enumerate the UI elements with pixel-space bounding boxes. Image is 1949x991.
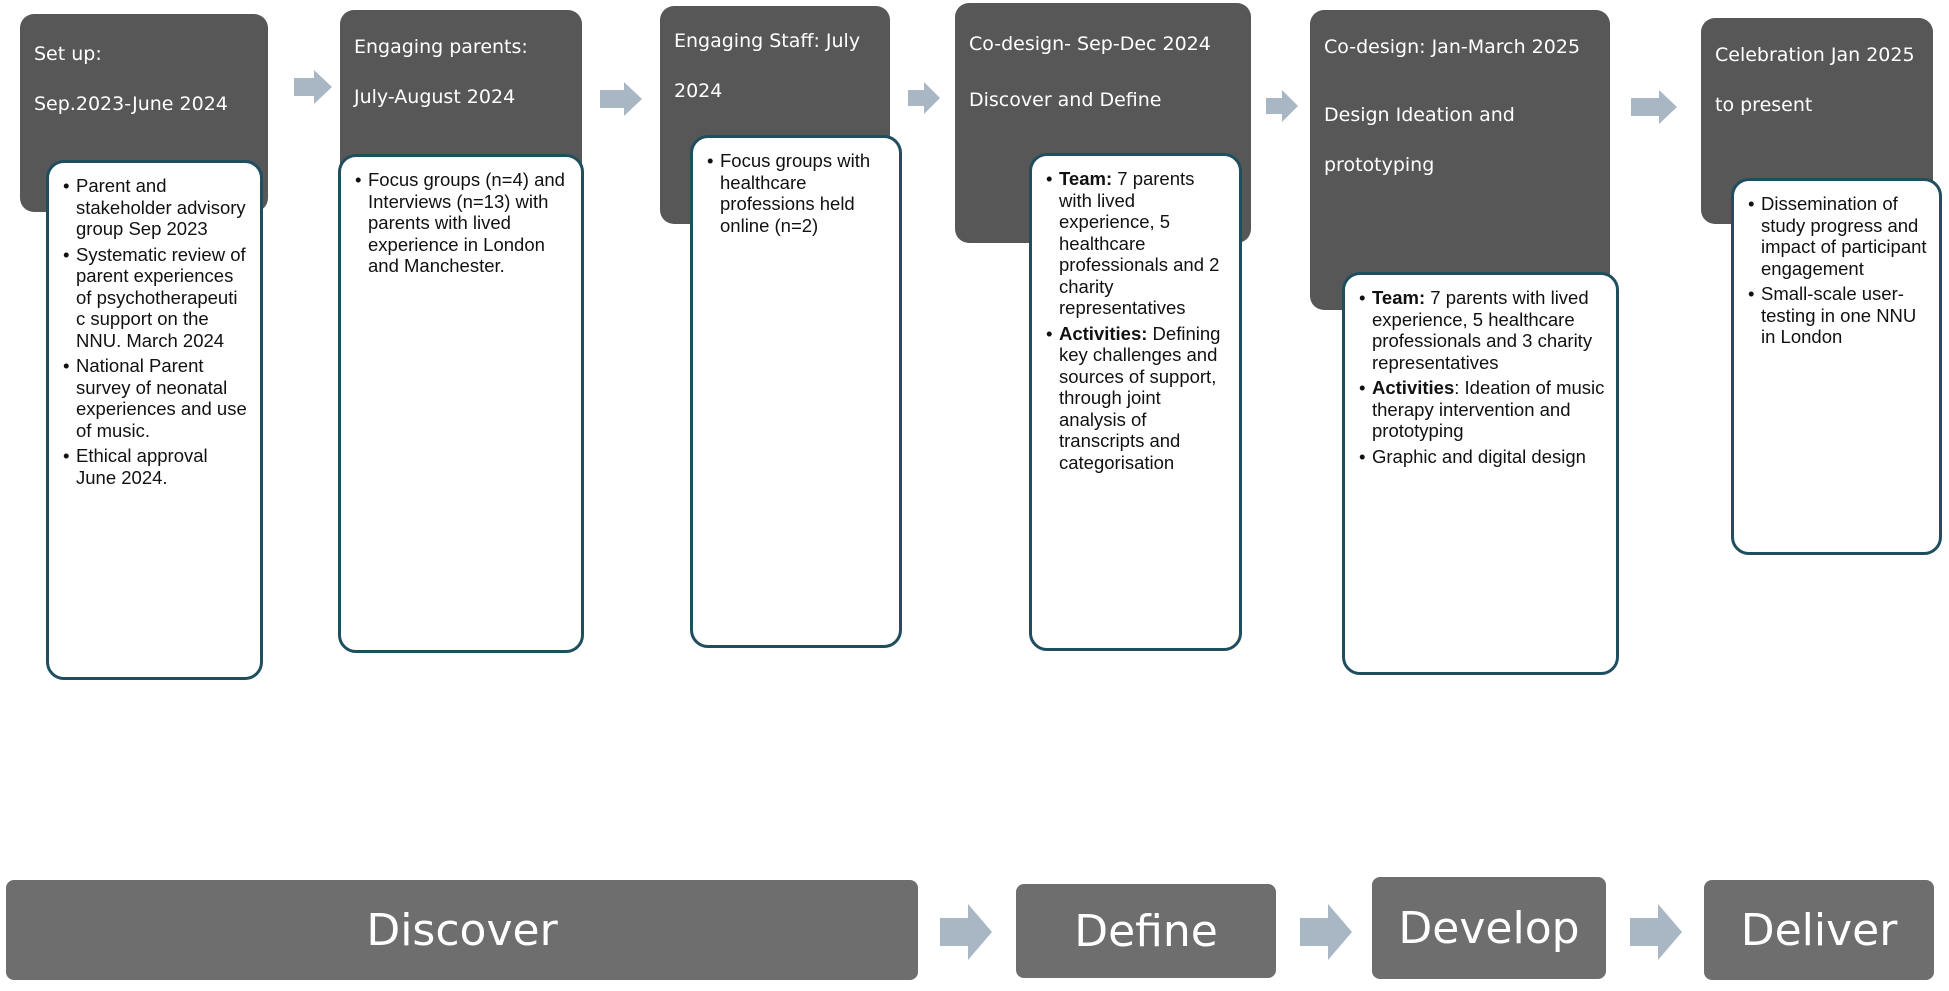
- item-text: : Ideation of music therapy intervention…: [1372, 377, 1605, 441]
- item-text: 7 parents with lived experience, 5 healt…: [1059, 168, 1220, 318]
- phase-item: Parent and stakeholder advisory group Se…: [63, 175, 250, 240]
- arrow-right-icon: [294, 70, 332, 104]
- phase-header-line: Celebration Jan 2025: [1715, 44, 1915, 66]
- phase-header-codesign-ideation: Co-design: Jan-March 2025 Design Ideatio…: [1310, 10, 1610, 310]
- item-label: Activities: [1372, 377, 1455, 398]
- phase-header-line: July-August 2024: [354, 86, 516, 108]
- phase-item: Dissemination of study progress and impa…: [1748, 193, 1929, 279]
- item-text: 7 parents with lived experience, 5 healt…: [1372, 287, 1593, 373]
- phase-header-line: Discover and Define: [969, 89, 1162, 111]
- stage-deliver: Deliver: [1704, 880, 1934, 980]
- phase-card-codesign-ideation: Team: 7 parents with lived experience, 5…: [1342, 272, 1619, 675]
- arrow-right-icon: [908, 82, 940, 114]
- phase-item: Focus groups with healthcare professions…: [707, 150, 889, 236]
- stage-label: Define: [1074, 905, 1218, 957]
- phase-header-line: Co-design- Sep-Dec 2024: [969, 33, 1211, 55]
- phase-item: Small-scale user-testing in one NNU in L…: [1748, 283, 1929, 348]
- phase-header-line: Set up:: [34, 43, 102, 65]
- phase-item: Team: 7 parents with lived experience, 5…: [1359, 287, 1606, 373]
- phase-item: Team: 7 parents with lived experience, 5…: [1046, 168, 1229, 319]
- phase-item: Activities: Ideation of music therapy in…: [1359, 377, 1606, 442]
- arrow-right-icon: [1631, 90, 1677, 124]
- arrow-right-icon: [1630, 904, 1682, 960]
- phase-header-line: to present: [1715, 94, 1813, 116]
- arrow-right-icon: [1266, 90, 1298, 122]
- phase-item: National Parent survey of neonatal exper…: [63, 355, 250, 441]
- phase-item: Ethical approval June 2024.: [63, 445, 250, 488]
- stage-develop: Develop: [1372, 877, 1606, 979]
- stage-label: Deliver: [1740, 904, 1898, 956]
- phase-header-line: 2024: [674, 80, 723, 102]
- phase-item: Activities: Defining key challenges and …: [1046, 323, 1229, 474]
- arrow-right-icon: [1300, 904, 1352, 960]
- phase-card-engaging-staff: Focus groups with healthcare professions…: [690, 135, 902, 648]
- phase-header-line: prototyping: [1324, 154, 1435, 176]
- stage-label: Develop: [1398, 902, 1580, 954]
- arrow-right-icon: [600, 82, 642, 116]
- stage-label: Discover: [366, 904, 558, 956]
- stage-discover: Discover: [6, 880, 918, 980]
- item-label: Activities:: [1059, 322, 1148, 344]
- phase-header-line: Engaging Staff: July: [674, 30, 861, 52]
- phase-card-setup: Parent and stakeholder advisory group Se…: [46, 160, 263, 680]
- item-text: Defining key challenges and sources of s…: [1059, 322, 1221, 473]
- phase-item: Focus groups (n=4) and Interviews (n=13)…: [355, 169, 571, 277]
- phase-header-line: Engaging parents:: [354, 36, 528, 58]
- item-label: Team:: [1372, 287, 1426, 308]
- phase-item: Systematic review of parent experiences …: [63, 244, 250, 352]
- phase-card-codesign-discover-define: Team: 7 parents with lived experience, 5…: [1029, 153, 1242, 651]
- item-label: Team:: [1059, 168, 1113, 189]
- phase-header-line: Co-design: Jan-March 2025: [1324, 36, 1581, 58]
- stage-define: Define: [1016, 884, 1276, 978]
- phase-header-line: Sep.2023-June 2024: [34, 93, 228, 115]
- phase-header-line: Design Ideation and: [1324, 104, 1515, 126]
- phase-item: Graphic and digital design: [1359, 446, 1606, 468]
- phase-card-engaging-parents: Focus groups (n=4) and Interviews (n=13)…: [338, 154, 584, 653]
- arrow-right-icon: [940, 904, 992, 960]
- phase-card-celebration: Dissemination of study progress and impa…: [1731, 178, 1942, 555]
